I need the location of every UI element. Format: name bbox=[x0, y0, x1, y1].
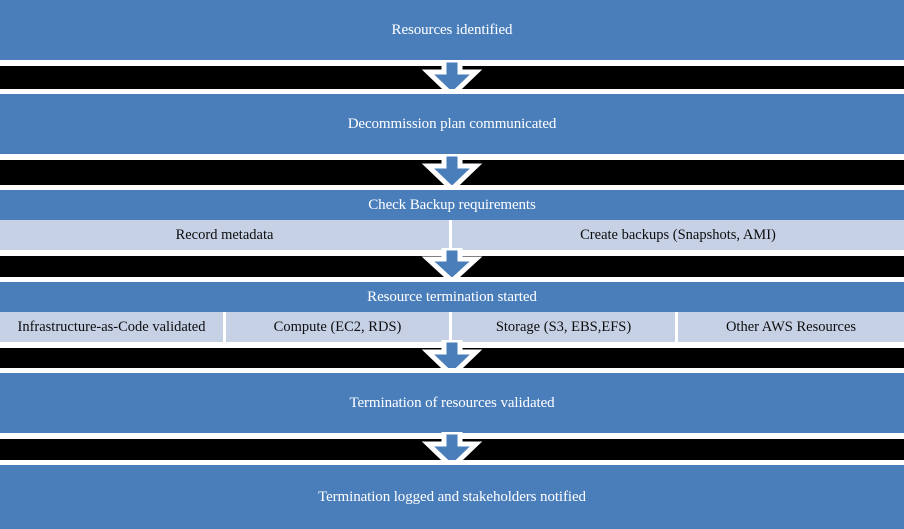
flow-substep-row: Record metadata Create backups (Snapshot… bbox=[0, 220, 904, 250]
gap-divider-8 bbox=[0, 368, 904, 373]
gap-divider-9 bbox=[0, 433, 904, 439]
gap-divider-7 bbox=[0, 342, 904, 348]
flow-step-label: Resource termination started bbox=[0, 282, 904, 312]
flow-step-termination-logged-and-stakeholders-notified[interactable]: Termination logged and stakeholders noti… bbox=[0, 465, 904, 529]
gap-divider-1 bbox=[0, 60, 904, 66]
flow-step-decommission-plan-communicated[interactable]: Decommission plan communicated bbox=[0, 94, 904, 154]
gap-divider-6 bbox=[0, 277, 904, 282]
flow-step-label: Check Backup requirements bbox=[0, 190, 904, 220]
gap-divider-4 bbox=[0, 185, 904, 190]
flow-step-label: Termination of resources validated bbox=[0, 373, 904, 433]
flow-step-label: Decommission plan communicated bbox=[0, 94, 904, 154]
flow-step-check-backup-requirements[interactable]: Check Backup requirements Record metadat… bbox=[0, 190, 904, 250]
flow-step-label: Termination logged and stakeholders noti… bbox=[0, 465, 904, 529]
flow-substep-row: Infrastructure-as-Code validated Compute… bbox=[0, 312, 904, 342]
flow-substep-compute[interactable]: Compute (EC2, RDS) bbox=[226, 312, 452, 342]
flow-substep-other-aws-resources[interactable]: Other AWS Resources bbox=[678, 312, 904, 342]
flow-substep-storage[interactable]: Storage (S3, EBS,EFS) bbox=[452, 312, 678, 342]
flow-step-resources-identified[interactable]: Resources identified bbox=[0, 0, 904, 60]
flow-substep-create-backups[interactable]: Create backups (Snapshots, AMI) bbox=[452, 220, 904, 250]
gap-divider-10 bbox=[0, 460, 904, 465]
flow-step-resource-termination-started[interactable]: Resource termination started Infrastruct… bbox=[0, 282, 904, 342]
flow-step-termination-of-resources-validated[interactable]: Termination of resources validated bbox=[0, 373, 904, 433]
gap-divider-5 bbox=[0, 250, 904, 256]
flow-substep-record-metadata[interactable]: Record metadata bbox=[0, 220, 452, 250]
flow-step-label: Resources identified bbox=[0, 0, 904, 60]
gap-divider-2 bbox=[0, 89, 904, 94]
gap-divider-3 bbox=[0, 154, 904, 160]
flow-substep-infrastructure-as-code-validated[interactable]: Infrastructure-as-Code validated bbox=[0, 312, 226, 342]
